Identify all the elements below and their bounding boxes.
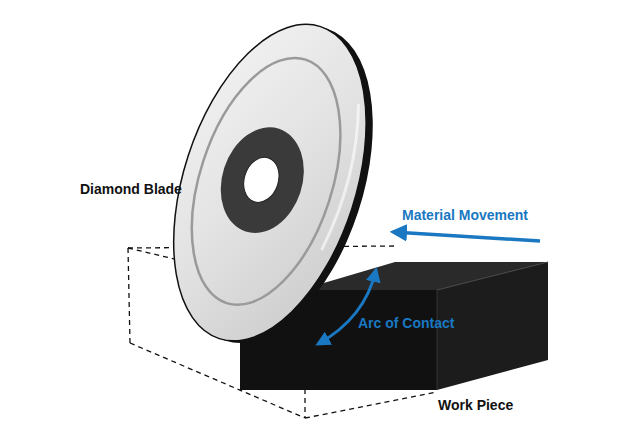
arc-arrow [318, 270, 376, 344]
arc-label: Arc of Contact [358, 315, 454, 332]
movement-arrow [393, 232, 540, 241]
motion-label: Material Movement [402, 207, 528, 224]
part-label: Work Piece [438, 397, 513, 414]
part-label: Diamond Blade [80, 181, 182, 198]
